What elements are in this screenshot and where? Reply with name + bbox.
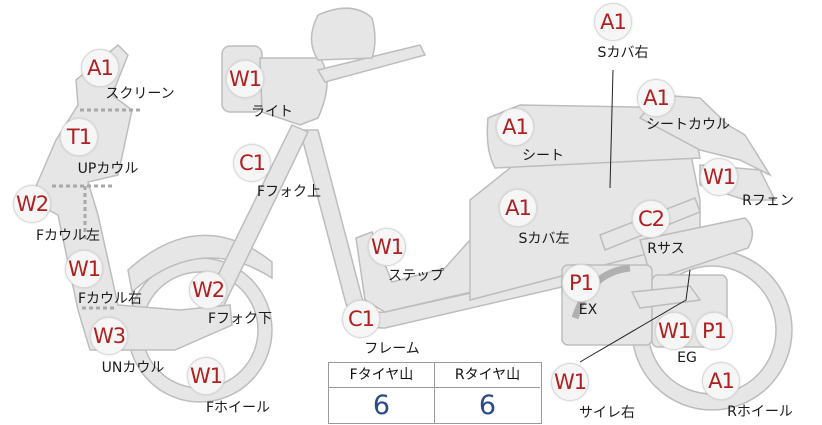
code-badge-frame: C1: [342, 300, 380, 338]
code-badge-rsus: C2: [632, 200, 670, 238]
label-upcowl: UPカウル: [77, 161, 139, 177]
code-badge-seatcowl: A1: [637, 79, 675, 117]
label-light: ライト: [251, 104, 293, 120]
rear-sus-shape: [639, 217, 754, 281]
label-fcowl-left: Fカウル左: [35, 228, 101, 244]
code-badge-screen: A1: [81, 49, 119, 87]
table-divider: [434, 363, 435, 423]
code-badge-fwheel: W1: [187, 357, 225, 395]
code-badge-ex: P1: [562, 264, 600, 302]
label-seatcowl: シートカウル: [646, 117, 730, 133]
code-badge-step: W1: [368, 228, 406, 266]
label-seat: シート: [522, 148, 564, 164]
code-badge-uncowl: W3: [90, 317, 128, 355]
label-fcowl-right: Fカウル右: [77, 291, 143, 307]
tire-tread-table: Fタイヤ山 Rタイヤ山 6 6: [328, 362, 542, 424]
code-badge-fork-lower: W2: [189, 271, 227, 309]
front-tire-value: 6: [372, 390, 391, 421]
label-fork-lower: Fフォク下: [207, 311, 273, 327]
label-ex: EX: [578, 302, 598, 318]
label-fwheel: Fホイール: [205, 400, 271, 416]
label-rfender: Rフェン: [742, 193, 794, 209]
code-badge-scover-right: A1: [594, 3, 632, 41]
label-scover-left: Sカバ左: [518, 231, 570, 247]
code-badge-seat: A1: [496, 108, 534, 146]
label-screen: スクリーン: [105, 86, 175, 102]
code-badge-scover-left: A1: [499, 189, 537, 227]
code-badge-eg: W1: [655, 312, 693, 350]
rear-tire-value: 6: [478, 390, 497, 421]
mirror-shape: [310, 7, 376, 61]
label-frame: フレーム: [364, 341, 420, 357]
muffler-shape: [630, 285, 702, 309]
code-badge-fcowl-left: W2: [13, 185, 51, 223]
label-fork-upper: Fフォク上: [256, 184, 322, 200]
code-badge-fcowl-right: W1: [65, 250, 103, 288]
code-badge-fork-upper: C1: [233, 144, 271, 182]
label-rsus: Rサス: [647, 241, 685, 257]
code-badge-eg-2: P1: [695, 312, 733, 350]
label-step: ステップ: [388, 268, 444, 284]
label-uncowl: UNカウル: [101, 360, 165, 376]
rear-tire-header: Rタイヤ山: [435, 363, 540, 388]
code-badge-silencer: W1: [551, 363, 589, 401]
label-eg: EG: [677, 350, 697, 366]
label-rwheel: Rホイール: [727, 404, 793, 420]
code-badge-rwheel: A1: [702, 362, 740, 400]
code-badge-light: W1: [226, 60, 264, 98]
front-tire-header: Fタイヤ山: [329, 363, 434, 388]
label-silencer: サイレ右: [579, 405, 635, 421]
label-scover-right: Sカバ右: [597, 45, 649, 61]
code-badge-rfender: W1: [700, 158, 738, 196]
code-badge-upcowl: T1: [60, 118, 98, 156]
